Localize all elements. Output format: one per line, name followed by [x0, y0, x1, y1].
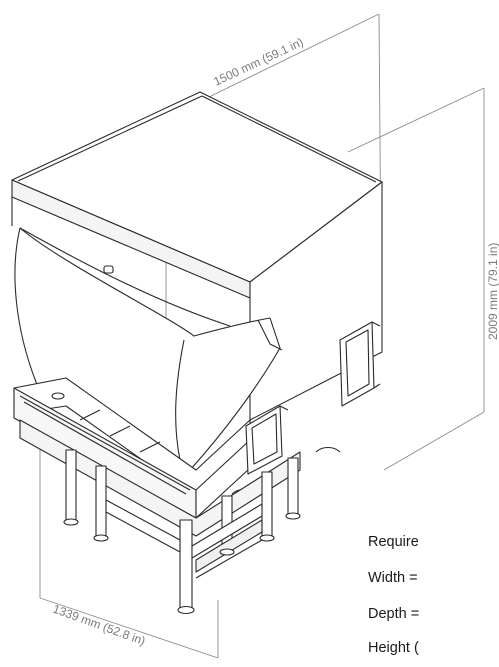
height-dimension-label: 2009 mm (79.1 in) [486, 243, 499, 340]
upper-enclosure [11, 91, 383, 421]
requirements-line-2: Width = [368, 570, 418, 586]
requirements-line-3: Depth = [368, 606, 420, 622]
curved-hood [14, 227, 283, 471]
support-stand [19, 419, 301, 615]
side-handle [315, 446, 341, 453]
requirements-line-1: Require [368, 534, 419, 550]
width-dimension-label: 1339 mm (52.8 in) [51, 602, 147, 648]
requirements-line-4: Height ( [368, 640, 419, 656]
control-box-right [339, 321, 381, 407]
depth-dimension-label: 1500 mm (59.1 in) [211, 35, 305, 89]
control-box-left [245, 405, 289, 475]
